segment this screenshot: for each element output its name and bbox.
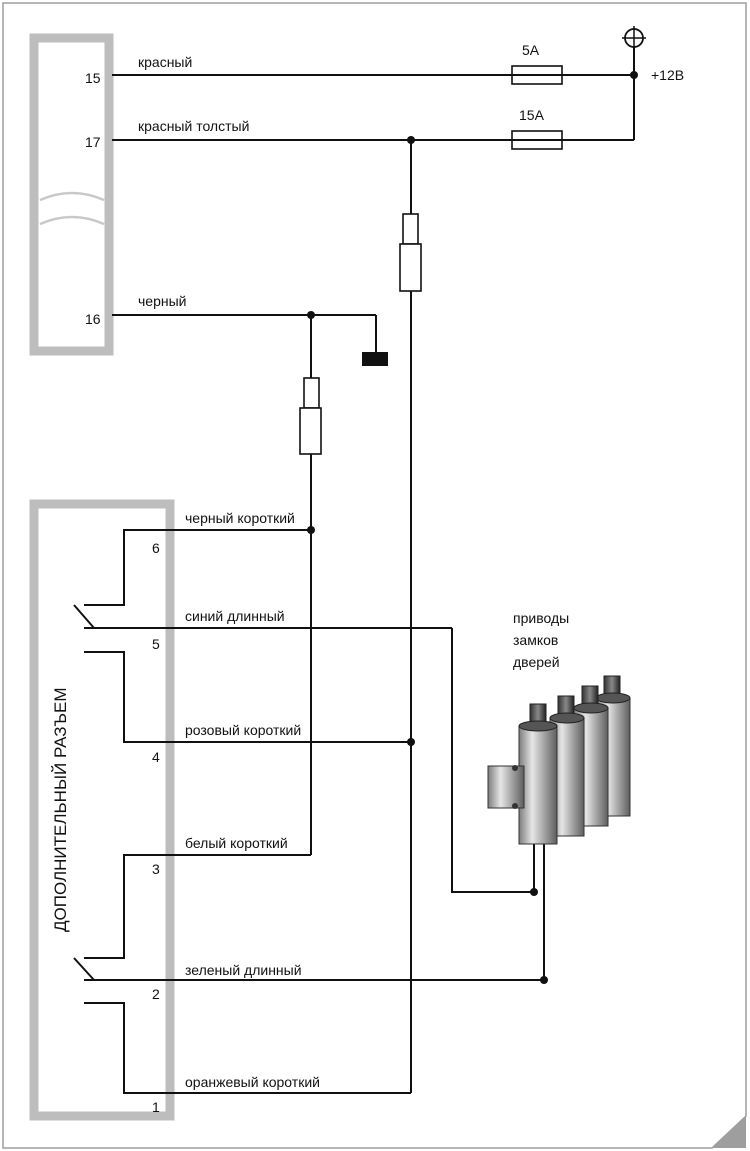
actuators-label-1: приводы <box>513 610 569 626</box>
wire-label-white-short: белый короткий <box>185 835 288 851</box>
wire-label-green-long: зеленый длинный <box>185 962 302 978</box>
aux-pin-6: 6 <box>152 540 160 556</box>
wire-label-black-short: черный короткий <box>185 510 295 526</box>
main-connector <box>29 33 114 356</box>
relay-switch-2 <box>73 854 544 1094</box>
aux-pin-5: 5 <box>152 636 160 652</box>
aux-pin-1: 1 <box>152 1099 160 1115</box>
diode-upper-small <box>402 213 419 245</box>
aux-pin-3: 3 <box>152 861 160 877</box>
main-pin-17: 17 <box>85 134 101 150</box>
wire-label-orange-short: оранжевый короткий <box>185 1074 320 1090</box>
fuse-5a-label: 5A <box>522 42 540 58</box>
power-terminal-icon <box>622 26 646 50</box>
aux-connector <box>29 499 175 1121</box>
main-pin-16: 16 <box>85 311 101 327</box>
diode-lower-body <box>299 407 322 455</box>
page-corner-fold <box>712 1116 746 1148</box>
diode-upper-body <box>399 243 422 292</box>
ground-icon <box>362 352 388 366</box>
wire-label-pink-short: розовый короткий <box>185 722 301 738</box>
wire-label-blue-long: синий длинный <box>185 608 285 624</box>
main-pin-15: 15 <box>85 70 101 86</box>
diode-lower-small <box>303 377 320 409</box>
aux-pin-2: 2 <box>152 986 160 1002</box>
fuse-15a-label: 15A <box>519 107 545 123</box>
wire-label-red-thick: красный толстый <box>138 118 249 134</box>
door-lock-actuators-icon <box>487 675 631 845</box>
actuators-label-3: дверей <box>513 654 560 670</box>
relay-switch-1 <box>73 529 452 743</box>
power-label: +12В <box>651 67 684 83</box>
wire-label-red: красный <box>138 54 192 70</box>
aux-connector-title: ДОПОЛНИТЕЛЬНЫЙ РАЗЪЕМ <box>51 687 70 932</box>
wire-label-black: черный <box>138 293 186 309</box>
aux-pin-4: 4 <box>152 749 160 765</box>
actuators-label-2: замков <box>513 632 558 648</box>
